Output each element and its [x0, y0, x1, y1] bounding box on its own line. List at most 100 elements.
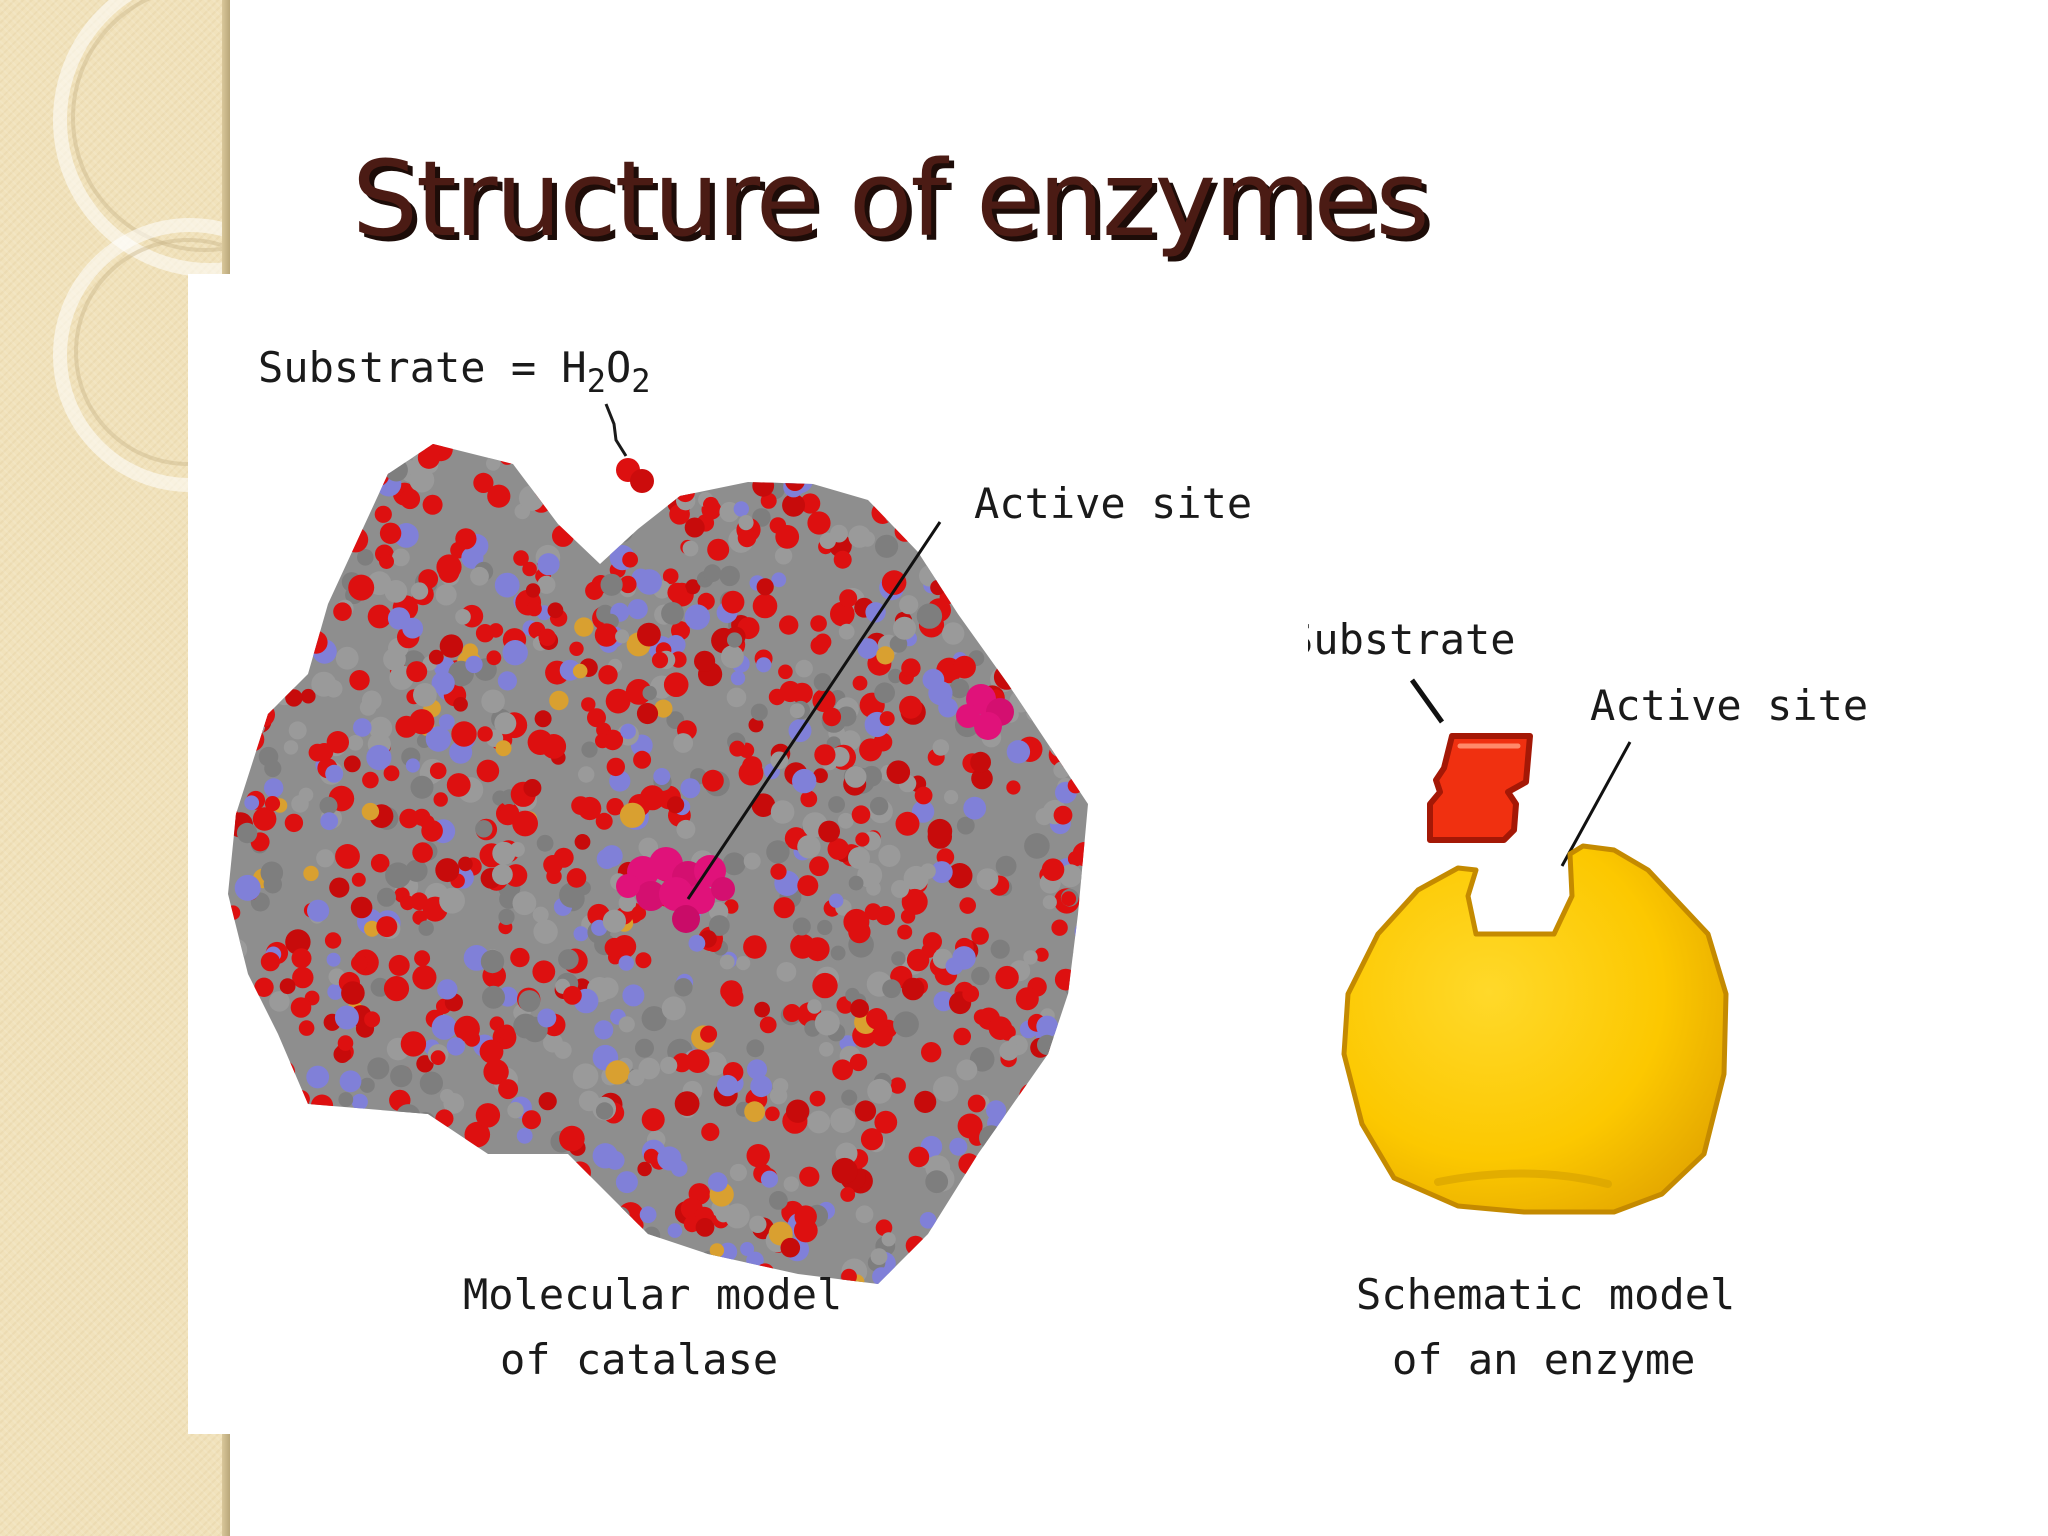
atom-sphere: [1050, 625, 1075, 651]
atom-sphere: [413, 683, 437, 707]
atom-sphere: [293, 1163, 311, 1181]
atom-sphere: [1089, 961, 1105, 977]
atom-sphere: [588, 1196, 611, 1219]
atom-sphere: [455, 528, 477, 550]
atom-sphere: [1040, 1142, 1061, 1163]
atom-sphere: [266, 627, 282, 643]
atom-sphere: [1034, 947, 1049, 962]
atom-sphere: [231, 603, 247, 620]
atom-sphere: [307, 899, 330, 922]
atom-sphere: [451, 1162, 471, 1182]
atom-sphere: [377, 1154, 401, 1178]
atom-sphere: [232, 1245, 254, 1268]
atom-sphere: [947, 863, 973, 889]
atom-sphere: [793, 1218, 818, 1243]
atom-sphere: [228, 1201, 241, 1217]
atom-sphere: [973, 1218, 991, 1235]
atom-sphere: [1057, 444, 1076, 445]
atom-sphere: [451, 721, 477, 747]
atom-sphere: [512, 891, 537, 916]
atom-sphere: [266, 670, 287, 692]
atom-sphere: [891, 880, 909, 898]
atom-sphere: [956, 592, 973, 609]
atom-sphere: [376, 1243, 396, 1263]
atom-sphere: [837, 812, 854, 829]
atom-sphere: [667, 1223, 683, 1238]
atom-sphere: [366, 1271, 383, 1284]
atom-sphere: [680, 778, 701, 799]
atom-sphere: [999, 1041, 1019, 1061]
atom-sphere: [726, 687, 747, 708]
atom-sphere: [1026, 664, 1046, 684]
atom-sphere: [1071, 706, 1088, 733]
atom-sphere: [799, 1166, 820, 1187]
atom-sphere: [233, 1082, 249, 1097]
atom-sphere: [832, 1059, 853, 1081]
atom-sphere: [641, 1108, 665, 1132]
atom-sphere: [1033, 444, 1056, 447]
atom-sphere: [1019, 1083, 1045, 1109]
atom-sphere: [875, 1219, 893, 1236]
atom-sphere: [334, 1197, 358, 1222]
atom-sphere: [435, 584, 457, 606]
atom-sphere: [667, 796, 685, 814]
atom-sphere: [269, 991, 290, 1012]
atom-sphere: [1034, 1119, 1051, 1135]
atom-sphere: [1012, 455, 1036, 479]
atom-sphere: [409, 467, 435, 493]
atom-sphere: [366, 1232, 381, 1247]
atom-sphere: [258, 1194, 273, 1209]
atom-sphere: [480, 949, 505, 974]
atom-sphere: [992, 444, 1008, 455]
atom-sphere: [934, 1238, 954, 1257]
atom-sphere: [972, 1235, 993, 1255]
figure-panel: Substrate = H2O2 Active site Molecular m…: [188, 274, 1308, 1434]
atom-sphere: [955, 594, 972, 610]
atom-sphere: [959, 467, 975, 483]
atom-sphere: [251, 1116, 278, 1143]
atom-sphere: [486, 456, 501, 471]
atom-sphere: [809, 1090, 826, 1107]
atom-sphere: [381, 1111, 402, 1132]
atom-sphere: [889, 1077, 906, 1094]
atom-sphere: [627, 1069, 645, 1086]
atom-sphere: [854, 1100, 877, 1122]
atom-sphere: [943, 1267, 965, 1284]
active-site-pointer-line-schematic: [1560, 741, 1632, 867]
atom-sphere: [483, 1059, 509, 1085]
atom-sphere: [631, 905, 647, 921]
atom-sphere: [721, 590, 745, 614]
atom-sphere: [324, 932, 342, 949]
atom-sphere: [549, 690, 569, 711]
atom-sphere: [849, 1053, 868, 1072]
atom-sphere: [418, 920, 434, 936]
atom-sphere: [384, 580, 408, 603]
atom-sphere: [1082, 868, 1088, 892]
enzyme-diagram: Substrate = H2O2 Active site Molecular m…: [228, 343, 1252, 1384]
atom-sphere: [595, 1102, 614, 1120]
atom-sphere: [716, 1074, 739, 1097]
atom-sphere: [288, 721, 307, 740]
atom-sphere: [353, 718, 372, 737]
atom-sphere: [928, 681, 953, 706]
atom-sphere: [889, 635, 908, 653]
atom-sphere: [1082, 718, 1088, 744]
atom-sphere: [752, 474, 775, 497]
atom-sphere: [260, 952, 280, 972]
atom-sphere: [987, 444, 1013, 455]
atom-sphere: [1013, 1104, 1031, 1121]
atom-sphere: [980, 1250, 1002, 1272]
atom-sphere: [281, 1138, 299, 1156]
atom-sphere: [848, 875, 864, 891]
atom-sphere: [933, 1257, 950, 1274]
atom-sphere: [1010, 659, 1029, 678]
atom-sphere: [383, 765, 400, 782]
atom-sphere: [358, 1269, 381, 1284]
atom-sphere: [859, 738, 883, 762]
atom-sphere: [897, 924, 913, 940]
atom-sphere: [730, 670, 746, 686]
atom-sphere: [324, 1204, 339, 1220]
atom-sphere: [1045, 631, 1066, 652]
atom-sphere: [914, 1090, 937, 1113]
atom-sphere: [542, 1172, 566, 1196]
